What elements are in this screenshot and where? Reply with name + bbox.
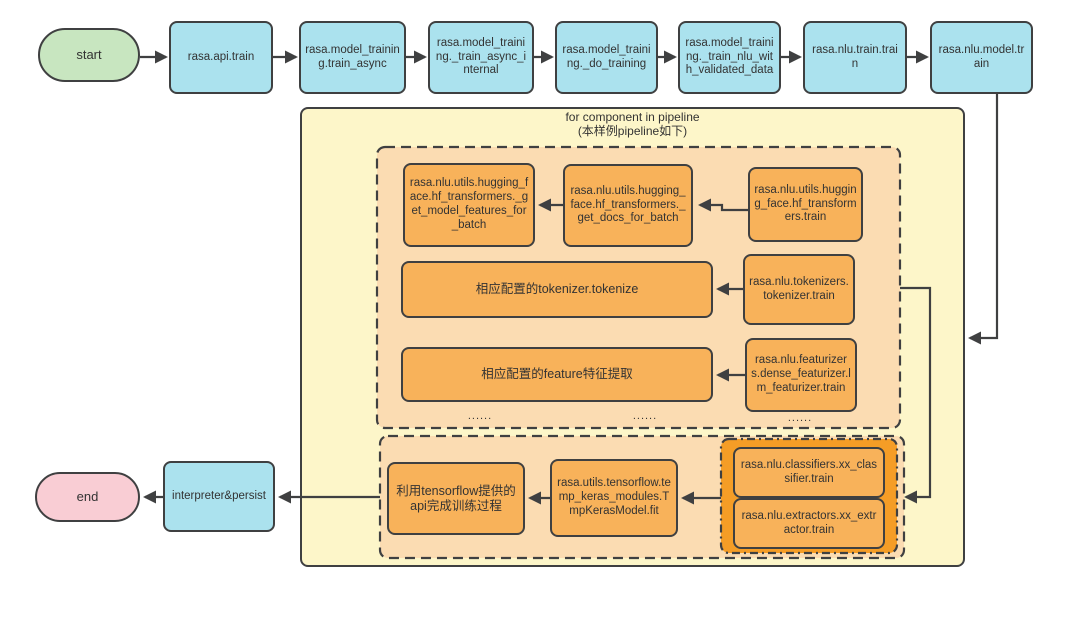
node-tokenizer-train: rasa.nlu.tokenizers.tokenizer.train — [743, 254, 855, 325]
node-tmp-keras-model-fit: rasa.utils.tensorflow.temp_keras_modules… — [550, 459, 678, 537]
arrow-model-train-to-loop-container — [968, 94, 999, 345]
node-train-async: rasa.model_training.train_async — [299, 21, 406, 94]
node-start: start — [38, 28, 140, 82]
node-end: end — [35, 472, 140, 522]
node-do-training: rasa.model_training._do_training — [555, 21, 658, 94]
node-xx-classifier-train: rasa.nlu.classifiers.xx_classifier.train — [733, 447, 885, 498]
node-tensorflow-api-training: 利用tensorflow提供的api完成训练过程 — [387, 462, 525, 535]
ellipsis-center: ...... — [632, 410, 658, 422]
node-hf-get-docs-for-batch: rasa.nlu.utils.hugging_face.hf_transform… — [563, 164, 693, 247]
node-nlu-model-train: rasa.nlu.model.train — [930, 21, 1033, 94]
loop-header-line2: (本样例pipeline如下) — [577, 124, 688, 139]
node-train-async-internal: rasa.model_training._train_async_interna… — [428, 21, 534, 94]
node-tokenizer-tokenize: 相应配置的tokenizer.tokenize — [401, 261, 713, 318]
loop-header: for component in pipeline (本样例pipeline如下… — [300, 110, 965, 138]
node-lm-featurizer-train: rasa.nlu.featurizers.dense_featurizer.lm… — [745, 338, 857, 412]
node-nlu-train-train: rasa.nlu.train.train — [803, 21, 907, 94]
node-interpreter-persist: interpreter&persist — [163, 461, 275, 532]
node-rasa-api-train: rasa.api.train — [169, 21, 273, 94]
node-feature-extract: 相应配置的feature特征提取 — [401, 347, 713, 402]
node-hf-get-model-features-for-batch: rasa.nlu.utils.hugging_face.hf_transform… — [403, 163, 535, 247]
node-xx-extractor-train: rasa.nlu.extractors.xx_extractor.train — [733, 498, 885, 549]
node-hf-transformers-train: rasa.nlu.utils.hugging_face.hf_transform… — [748, 167, 863, 242]
ellipsis-left: ...... — [467, 410, 493, 422]
loop-header-line1: for component in pipeline — [565, 110, 700, 124]
node-train-nlu-with-validated-data: rasa.model_training._train_nlu_with_vali… — [678, 21, 781, 94]
ellipsis-right: ...... — [787, 412, 813, 424]
